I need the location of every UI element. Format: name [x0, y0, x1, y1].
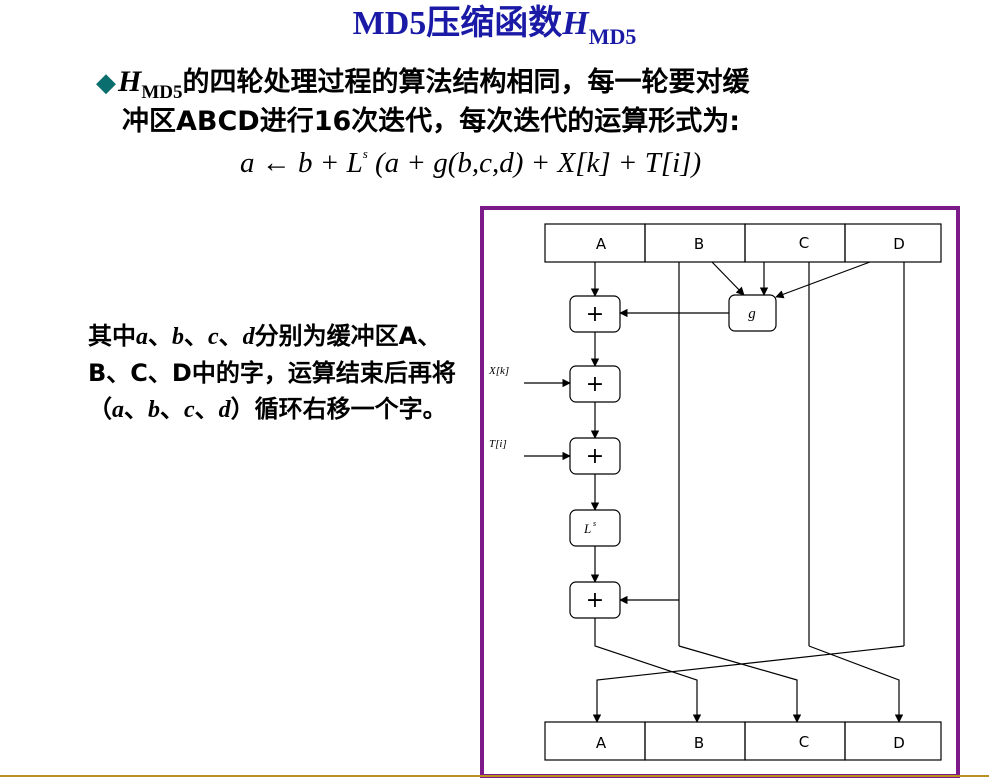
top-reg-a-label: A	[596, 235, 607, 253]
top-reg-c-label: C	[799, 234, 809, 252]
bottom-reg-c-label: C	[799, 733, 809, 751]
xk-label: X[k]	[488, 365, 509, 377]
bullet-h: H	[118, 65, 142, 98]
note-sep: 、	[218, 322, 243, 350]
arrow-d-to-a	[592, 645, 905, 723]
formula-left: a ← b + L	[240, 147, 363, 179]
note-var-a: a	[112, 397, 124, 423]
bullet-h-sub: MD5	[141, 82, 183, 103]
top-reg-b-label: B	[694, 235, 704, 253]
arrow-b-to-c	[678, 645, 802, 723]
bullet-line-1: ◆HMD5的四轮处理过程的算法结构相同，每一轮要对缓	[96, 62, 976, 113]
note-var-c: c	[184, 397, 195, 423]
note-sep: 、	[184, 322, 208, 350]
ls-label: L	[583, 521, 591, 536]
g-label: g	[748, 306, 756, 322]
note-var-d: d	[218, 397, 231, 423]
bottom-reg-d-box	[844, 721, 942, 761]
bullet-paragraph: ◆HMD5的四轮处理过程的算法结构相同，每一轮要对缓 冲区ABCD进行16次迭代…	[96, 62, 976, 137]
title-h: H	[562, 5, 589, 42]
note-var-d: d	[242, 324, 255, 350]
bottom-reg-b-label: B	[694, 734, 704, 752]
bottom-reg-c-box	[744, 721, 846, 761]
arrow-d-to-g	[775, 261, 871, 299]
iteration-formula: a ← b + Ls (a + g(b,c,d) + X[k] + T[i])	[240, 146, 701, 180]
rotate-box	[569, 509, 621, 547]
bullet-line-2: 冲区ABCD进行16次迭代，每次迭代的运算形式为:	[122, 106, 741, 137]
top-reg-c-box	[744, 223, 846, 263]
add-1-symbol: +	[586, 302, 604, 327]
bullet-line-1-text: 的四轮处理过程的算法结构相同，每一轮要对缓	[182, 67, 750, 98]
note-sep: 、	[160, 395, 184, 423]
ls-sup-label: s	[593, 519, 596, 528]
side-note: 其中a、b、c、d分别为缓冲区A、B、C、D中的字，运算结束后再将（a、b、c、…	[88, 318, 468, 428]
add-2-symbol: +	[586, 372, 604, 397]
note-sep: 、	[148, 322, 172, 350]
ti-label: T[i]	[489, 438, 507, 450]
title-sub: MD5	[588, 24, 637, 49]
note-text-1: 其中	[88, 322, 136, 350]
note-var-b: b	[148, 397, 160, 423]
note-text-3: ）循环右移一个字。	[230, 395, 447, 423]
arrow-c-to-d	[808, 645, 904, 723]
formula-right: (a + g(b,c,d) + X[k] + T[i])	[367, 147, 702, 179]
bottom-reg-d-label: D	[893, 734, 905, 752]
formula-sup: s	[362, 146, 368, 161]
diamond-bullet-icon: ◆	[96, 68, 116, 98]
add-4-symbol: +	[586, 588, 604, 613]
note-var-a: a	[136, 324, 148, 350]
note-sep: 、	[194, 395, 219, 423]
top-reg-d-label: D	[893, 235, 905, 253]
note-var-b: b	[172, 324, 184, 350]
note-sep: 、	[124, 395, 148, 423]
note-text-2: 分别为缓冲区A、B、C、D中的字，运算结束后再将（	[88, 322, 456, 423]
add-3-symbol: +	[586, 444, 604, 469]
arrow-b-to-g	[711, 261, 745, 296]
note-var-c: c	[208, 324, 219, 350]
top-reg-d-box	[844, 223, 942, 263]
title-prefix: MD5压缩函数	[352, 5, 563, 42]
bottom-reg-a-label: A	[596, 734, 607, 752]
bottom-rule	[0, 775, 989, 777]
arrow-result-to-b	[594, 618, 702, 723]
slide-title: MD5压缩函数HMD5	[0, 2, 989, 59]
